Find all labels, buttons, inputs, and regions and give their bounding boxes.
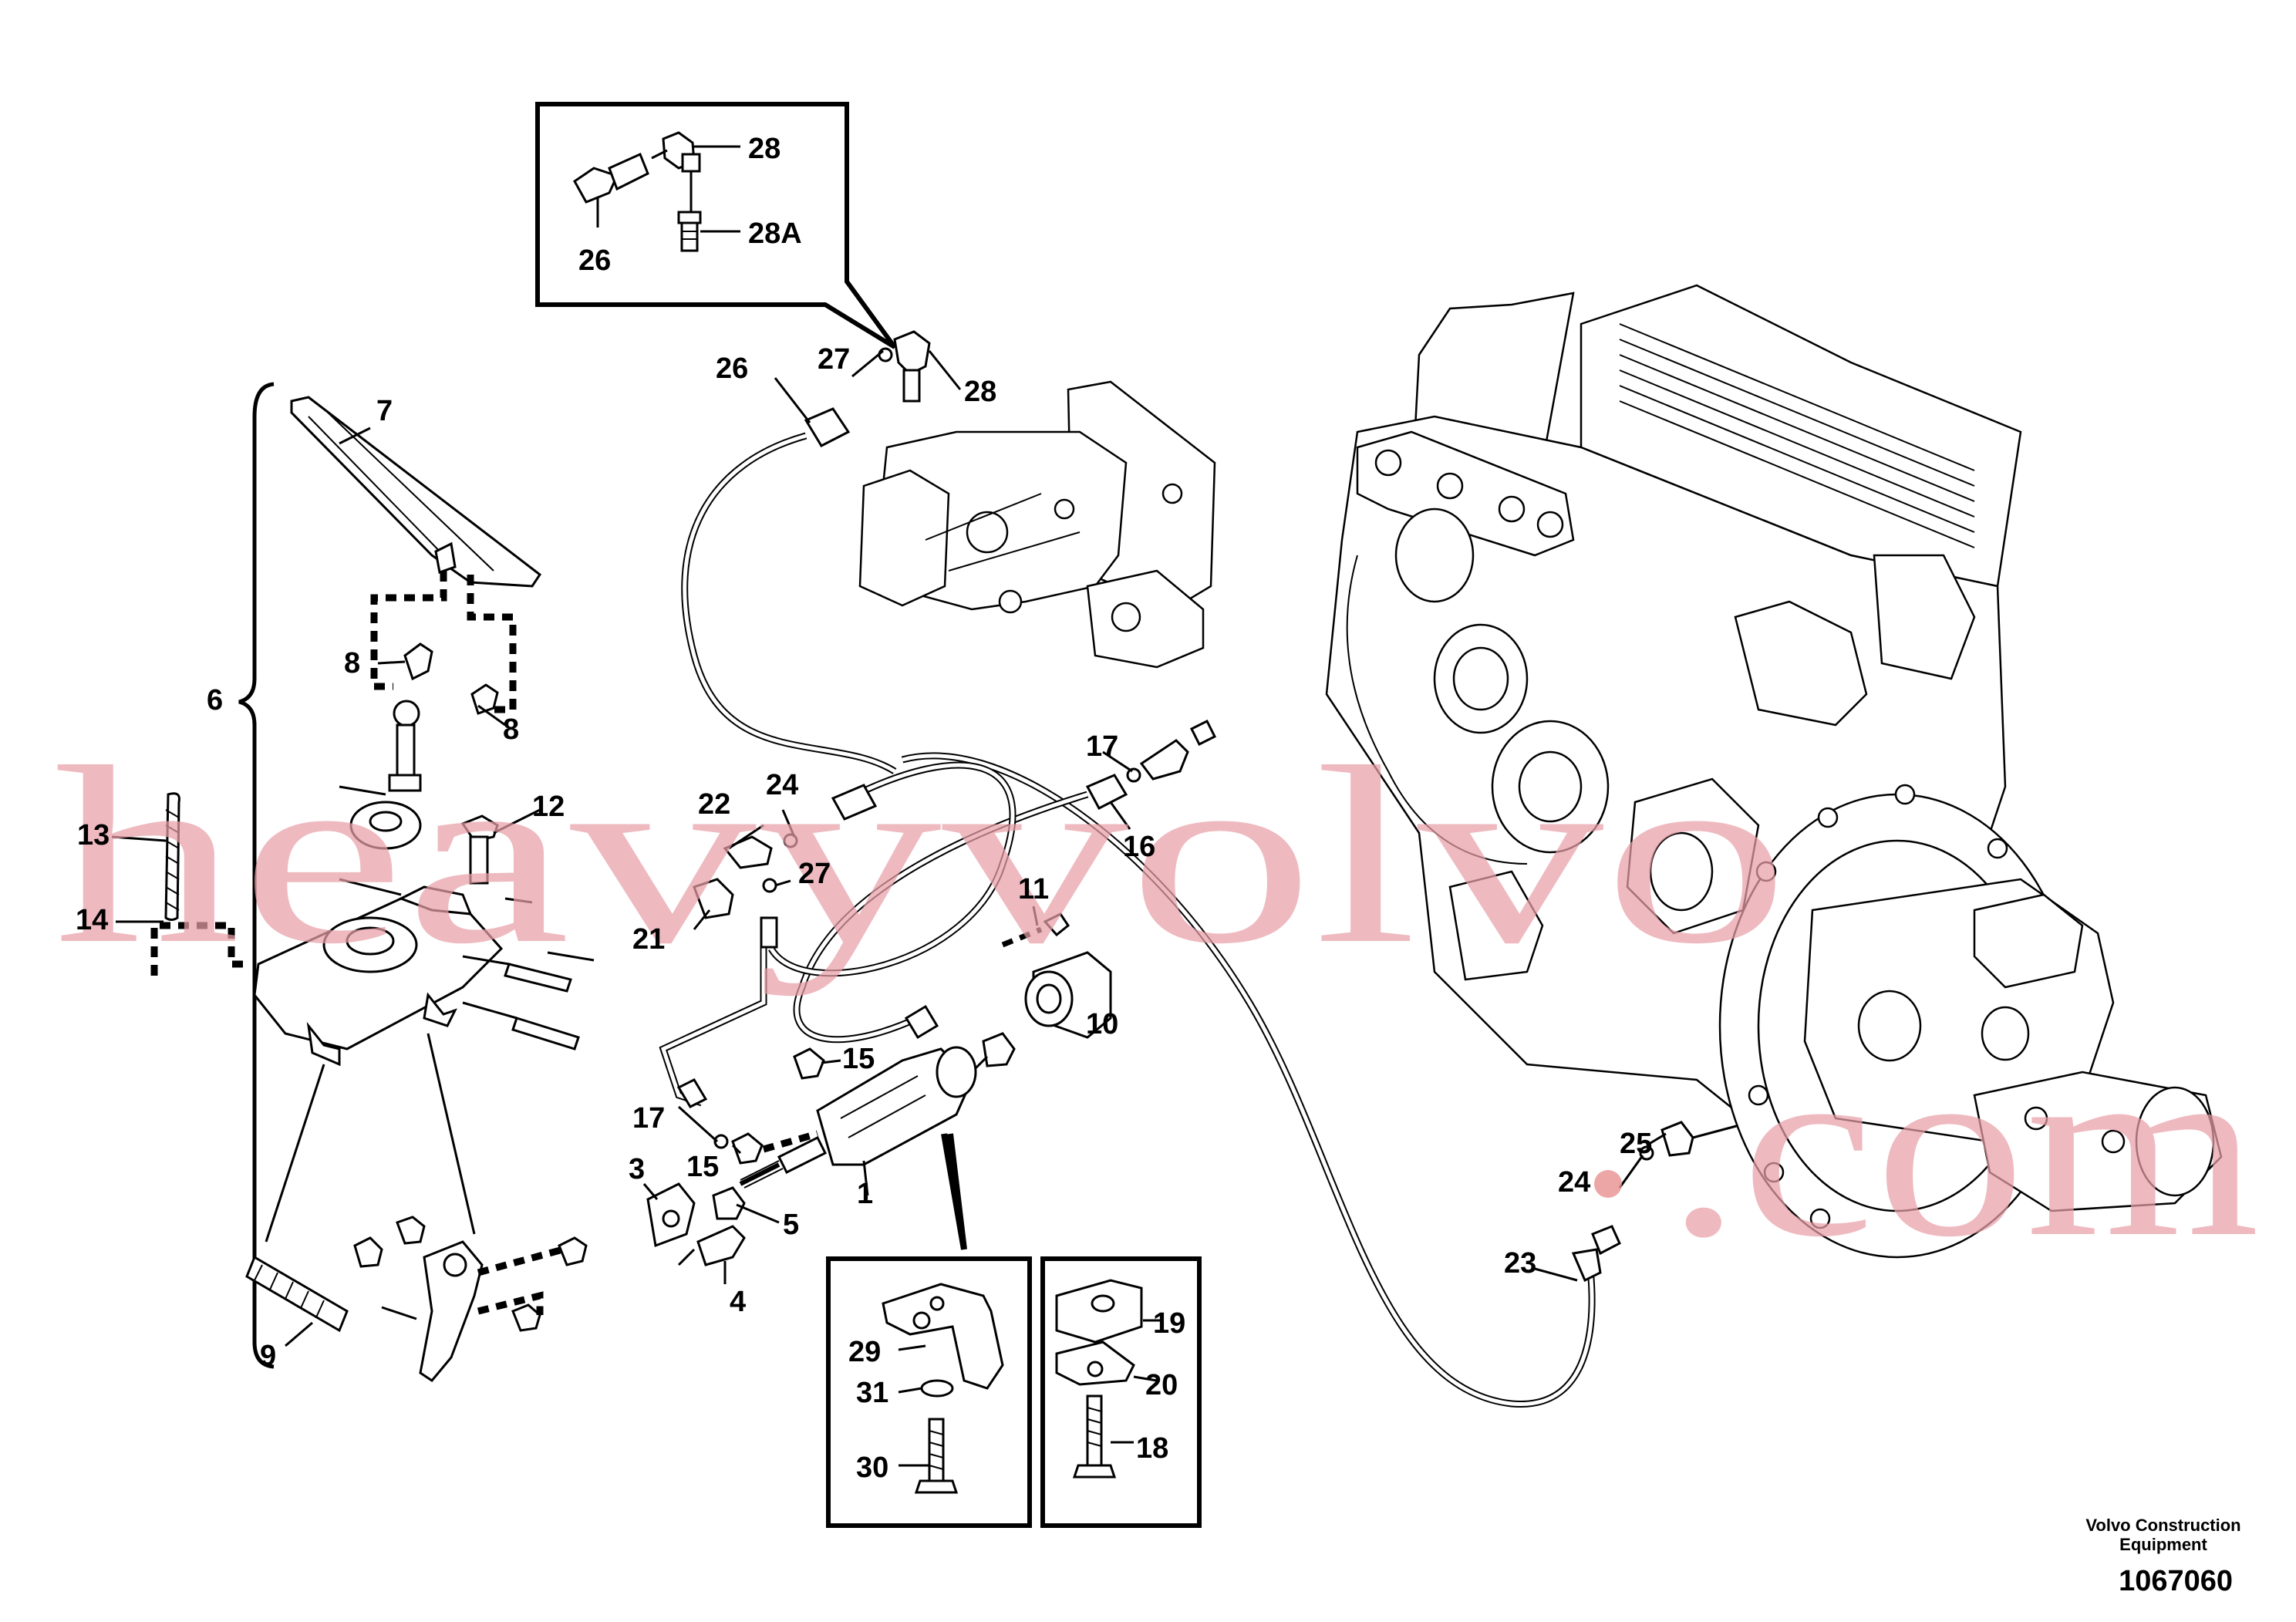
detail-box-bracket [826,1133,1032,1528]
callout-23: 23 [1504,1247,1536,1280]
callout-8a: 8 [344,647,360,679]
watermark-text-1: heavyvolvo [54,715,1789,996]
callout-5: 5 [783,1209,799,1241]
engine-assembly [1325,284,2223,1259]
watermark-text-2: .com [1666,1008,2260,1290]
callout-10: 10 [1086,1008,1118,1040]
callout-18: 18 [1136,1432,1168,1465]
callout-29: 29 [848,1336,881,1368]
callout-19: 19 [1153,1307,1185,1340]
callout-15b: 15 [686,1151,719,1183]
company-name-line2: Equipment [2119,1535,2207,1554]
assembly-bracket [238,382,275,1369]
callout-28a: 28 [748,133,781,165]
callout-labels: 1 3 4 5 6 7 8 8 9 10 11 12 13 14 15 15 1… [76,133,1652,1484]
callout-24b: 24 [1558,1166,1590,1199]
callout-30: 30 [856,1452,888,1484]
callout-21: 21 [632,923,665,956]
callout-28A: 28A [748,218,802,250]
callout-28b: 28 [964,376,996,408]
callout-27b: 27 [798,858,831,890]
callout-24a: 24 [766,769,798,801]
callout-27a: 27 [818,343,850,376]
callout-12: 12 [532,791,565,823]
detail-box-top [535,102,897,349]
callout-20: 20 [1145,1369,1178,1401]
callout-1: 1 [857,1178,873,1210]
callout-31: 31 [856,1377,888,1409]
watermark: heavyvolvo .com [54,715,2260,1290]
callout-22: 22 [698,788,730,821]
callout-11: 11 [1018,873,1049,905]
callout-6: 6 [207,684,223,717]
callout-14: 14 [76,904,108,936]
marker-dot [1594,1170,1622,1198]
hose-end-detail [573,152,649,228]
callout-7: 7 [376,395,393,427]
hoses [659,330,1752,1408]
adapter-detail [677,171,740,252]
callout-3: 3 [629,1153,645,1185]
leader-lines [111,349,1667,1347]
callout-17a: 17 [1086,730,1118,763]
actuator-cylinder [646,912,1112,1266]
callout-4: 4 [730,1286,746,1318]
callout-26b: 26 [716,352,748,385]
elbow-fitting-detail [651,131,740,173]
footer: Volvo Construction Equipment 1067060 [2085,1516,2240,1597]
callout-15a: 15 [842,1043,875,1075]
callout-9: 9 [260,1340,276,1372]
drawing-number: 1067060 [2119,1565,2233,1597]
company-name-line1: Volvo Construction [2085,1516,2240,1535]
pump-assembly [858,380,1216,669]
callout-26a: 26 [578,244,611,277]
callout-8b: 8 [503,713,519,746]
callout-16: 16 [1123,831,1155,863]
detail-box-clamp [1040,1256,1202,1528]
callout-25: 25 [1620,1128,1652,1160]
callout-13: 13 [77,819,110,851]
callout-17b: 17 [632,1102,665,1135]
pedal-assembly [150,396,595,1382]
